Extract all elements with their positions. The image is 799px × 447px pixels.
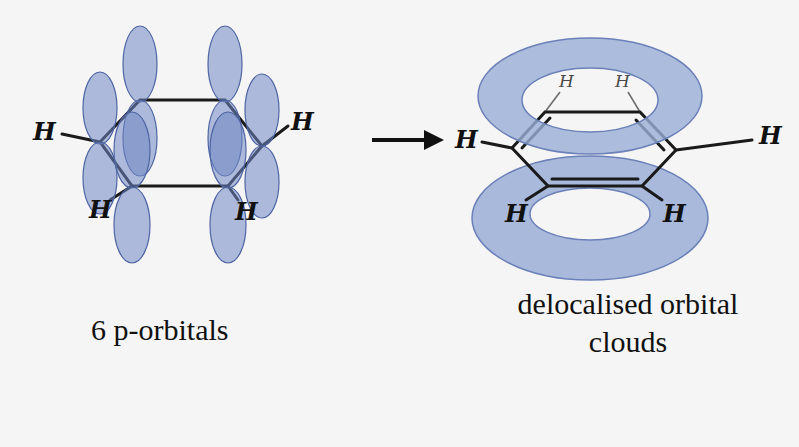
atom-label: H bbox=[663, 199, 686, 229]
atom-label: H bbox=[759, 121, 782, 151]
reaction-arrow bbox=[372, 130, 444, 150]
caption-text: 6 p-orbitals bbox=[91, 311, 228, 349]
caption-text: delocalised orbital clouds bbox=[513, 285, 743, 360]
atom-label: H bbox=[33, 117, 56, 147]
atom-label: H bbox=[505, 199, 528, 229]
atom-label: H bbox=[89, 195, 112, 225]
atom-label: H bbox=[455, 125, 478, 155]
benzene-ring bbox=[545, 92, 640, 112]
orbital-cloud bbox=[478, 38, 702, 154]
orbital-cloud bbox=[472, 156, 708, 280]
atom-label: H bbox=[559, 71, 574, 92]
p-orbital bbox=[83, 26, 279, 263]
atom-label: H bbox=[291, 107, 314, 137]
atom-label: H bbox=[615, 71, 630, 92]
atom-label: H bbox=[235, 197, 258, 227]
